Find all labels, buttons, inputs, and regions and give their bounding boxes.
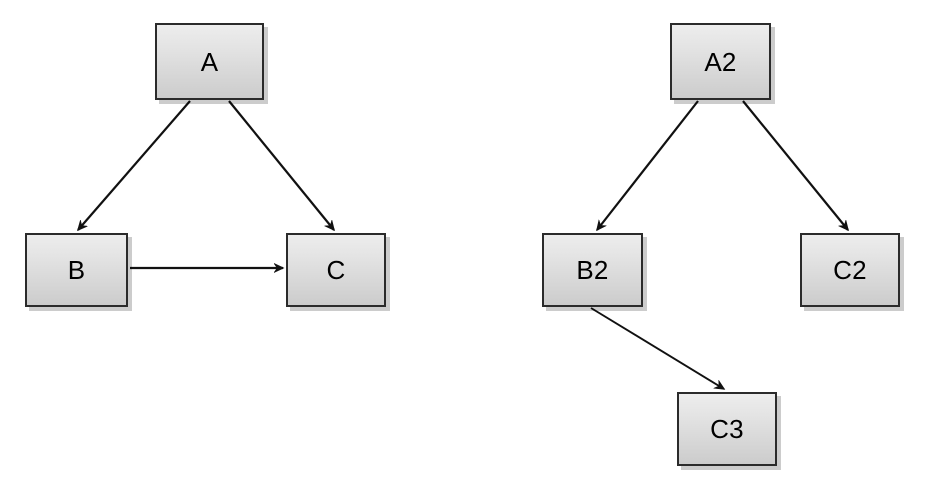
node-a2[interactable]: A2 — [670, 23, 771, 100]
edge-a-to-b — [78, 100, 191, 230]
node-b2[interactable]: B2 — [542, 233, 643, 307]
node-a[interactable]: A — [155, 23, 264, 100]
node-c-label: C — [326, 255, 346, 285]
edge-b2-to-c3 — [590, 307, 724, 390]
node-b-label: B — [67, 255, 86, 285]
node-a-label: A — [200, 46, 219, 77]
edge-a2-to-b2 — [597, 100, 699, 230]
node-c2-label: C2 — [833, 255, 867, 285]
edge-a2-to-c2 — [742, 100, 848, 230]
node-b[interactable]: B — [25, 233, 128, 307]
node-c2[interactable]: C2 — [800, 233, 900, 307]
node-c3[interactable]: C3 — [677, 392, 777, 466]
node-c3-label: C3 — [710, 414, 744, 444]
node-a2-label: A2 — [704, 46, 737, 77]
edge-a-to-c — [228, 100, 334, 230]
node-b2-label: B2 — [576, 255, 609, 285]
node-c[interactable]: C — [286, 233, 386, 307]
